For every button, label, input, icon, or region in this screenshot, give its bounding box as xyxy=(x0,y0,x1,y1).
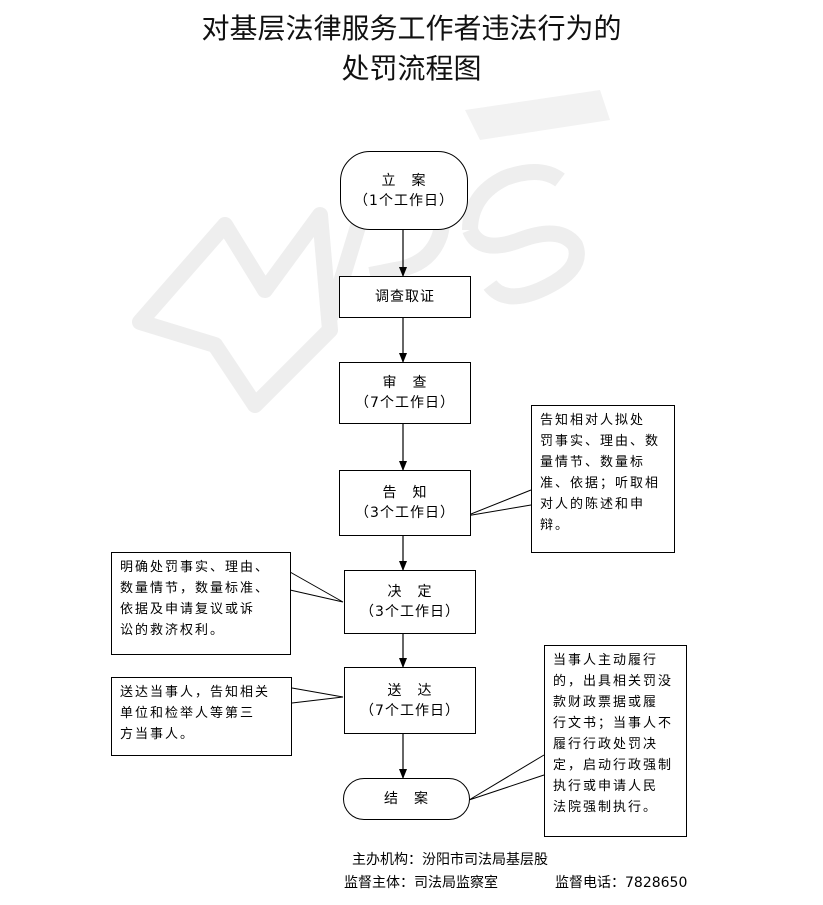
note-jiean-line: 法院强制执行。 xyxy=(553,800,659,815)
note-gaozhi: 告知相对人拟处 罚事实、理由、数 量情节、数量标 准、依据；听取相 对人的陈述和… xyxy=(531,405,675,553)
step-diaocha-label: 调查取证 xyxy=(375,289,435,305)
step-songda: 送 达 （7个工作日） xyxy=(344,667,476,734)
footer-phone: 监督电话：7828650 xyxy=(555,875,688,891)
step-gaozhi-label: 告 知 xyxy=(382,485,428,501)
note-jiean-line: 定，启动行政强制 xyxy=(553,758,674,773)
step-diaocha: 调查取证 xyxy=(339,276,471,318)
step-shencha: 审 查 （7个工作日） xyxy=(339,362,471,424)
note-songda-line: 方当事人。 xyxy=(120,727,196,742)
note-gaozhi-line: 告知相对人拟处 xyxy=(540,413,646,428)
note-songda-line: 送达当事人，告知相关 xyxy=(120,685,271,700)
note-jueding-line: 数量情节，数量标准、 xyxy=(120,581,271,596)
note-gaozhi-line: 对人的陈述和申 xyxy=(540,497,646,512)
step-lian: 立 案 （1个工作日） xyxy=(340,151,468,230)
step-shencha-duration: （7个工作日） xyxy=(355,395,455,411)
note-jiean-line: 执行或申请人民 xyxy=(553,779,659,794)
step-jueding-label: 决 定 xyxy=(387,584,433,600)
note-jueding-line: 明确处罚事实、理由、 xyxy=(120,560,271,575)
step-gaozhi: 告 知 （3个工作日） xyxy=(339,470,471,536)
step-jiean-label: 结 案 xyxy=(384,791,429,807)
note-gaozhi-line: 罚事实、理由、数 xyxy=(540,434,661,449)
note-songda: 送达当事人，告知相关 单位和检举人等第三 方当事人。 xyxy=(111,677,292,756)
page-title: 对基层法律服务工作者违法行为的 xyxy=(201,12,622,45)
note-jiean: 当事人主动履行 的，出具相关罚没 款财政票据或履 行文书；当事人不 履行行政处罚… xyxy=(544,645,687,837)
note-jiean-line: 履行行政处罚决 xyxy=(553,737,659,752)
callout-jueding xyxy=(289,571,344,603)
callout-jiean xyxy=(468,754,545,801)
step-lian-label: 立 案 xyxy=(381,172,427,189)
step-songda-duration: （7个工作日） xyxy=(360,702,460,719)
note-gaozhi-line: 准、依据；听取相 xyxy=(540,476,661,491)
note-jiean-line: 行文书；当事人不 xyxy=(553,716,674,731)
note-songda-line: 单位和检举人等第三 xyxy=(120,706,256,721)
page-subtitle: 处罚流程图 xyxy=(341,52,482,85)
footer-supervisor: 监督主体：司法局监察室 xyxy=(344,875,498,891)
note-jiean-line: 当事人主动履行 xyxy=(553,653,659,668)
note-jiean-line: 的，出具相关罚没 xyxy=(553,674,674,689)
step-shencha-label: 审 查 xyxy=(382,375,428,391)
step-songda-label: 送 达 xyxy=(387,682,433,699)
step-jiean: 结 案 xyxy=(343,778,470,820)
callout-songda xyxy=(291,687,344,704)
step-lian-duration: （1个工作日） xyxy=(354,192,454,209)
step-jueding: 决 定 （3个工作日） xyxy=(344,570,476,634)
footer-organizer: 主办机构：汾阳市司法局基层股 xyxy=(352,852,548,868)
note-gaozhi-line: 量情节、数量标 xyxy=(540,455,646,470)
note-jueding-line: 讼的救济权利。 xyxy=(120,623,226,638)
note-gaozhi-line: 辩。 xyxy=(540,518,571,533)
note-jueding-line: 依据及申请复议或诉 xyxy=(120,602,256,617)
step-gaozhi-duration: （3个工作日） xyxy=(355,505,455,521)
note-jiean-line: 款财政票据或履 xyxy=(553,695,659,710)
step-jueding-duration: （3个工作日） xyxy=(360,604,460,620)
callout-gaozhi xyxy=(465,489,532,517)
note-jueding: 明确处罚事实、理由、 数量情节，数量标准、 依据及申请复议或诉 讼的救济权利。 xyxy=(111,552,291,655)
